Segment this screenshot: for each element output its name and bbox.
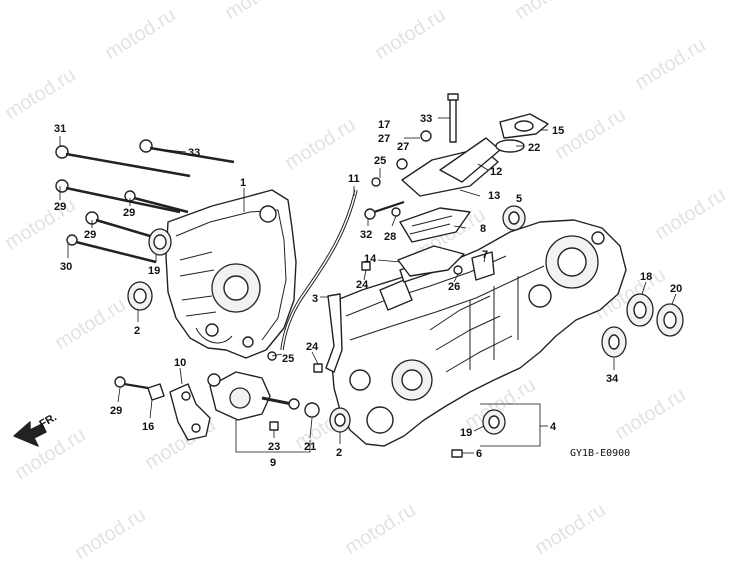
bearing-18 <box>626 293 654 327</box>
nut-16 <box>147 383 165 401</box>
callout-label: 13 <box>488 190 500 202</box>
callout-label: 23 <box>268 441 280 453</box>
bolt-6 <box>451 449 463 458</box>
callout-label: 10 <box>174 357 186 369</box>
watermark: motod.ru <box>71 504 150 561</box>
callout-numbers: 31 33 1 29 29 29 30 19 2 11 25 32 25 33 … <box>54 113 682 469</box>
callout-label: 5 <box>516 193 522 205</box>
callout-label: 2 <box>134 325 140 337</box>
callout-label: 15 <box>552 125 564 137</box>
callout-label: 24 <box>356 279 369 291</box>
callout-label: 11 <box>348 173 360 185</box>
callout-label: 9 <box>270 457 276 469</box>
small-hardware <box>313 130 463 458</box>
watermark: motod.ru <box>1 64 80 124</box>
callout-label: 16 <box>142 421 154 433</box>
bolt-23 <box>269 421 279 431</box>
callout-label: 21 <box>304 441 316 453</box>
callout-label: 22 <box>528 142 540 154</box>
bolt-27-top <box>420 130 432 142</box>
oil-pump-assembly <box>207 371 320 431</box>
callout-label: 30 <box>60 261 72 273</box>
leader-lines <box>59 117 677 454</box>
bolt-29-low-left <box>114 376 149 390</box>
bolt-29-mid <box>124 190 189 214</box>
clamp-3 <box>325 293 343 373</box>
callout-label: 25 <box>374 155 386 167</box>
bearing-34 <box>601 326 627 358</box>
watermark: motod.ru <box>651 184 730 244</box>
bearing-20 <box>656 303 684 337</box>
oil-seal-19-left <box>148 228 172 256</box>
oil-seal-19-right <box>482 409 506 435</box>
watermark: motod.ru <box>341 499 420 559</box>
bolt-28 <box>391 207 401 217</box>
right-crankcase <box>331 219 627 447</box>
long-bolts <box>55 139 235 264</box>
callout-label: 2 <box>336 447 342 459</box>
bearings-and-seals <box>127 205 684 435</box>
o-ring-21 <box>304 402 320 418</box>
bearing-5 <box>502 205 526 231</box>
watermark: motod.ru <box>631 34 710 94</box>
callout-label: 27 <box>397 141 409 153</box>
callout-label: 19 <box>148 265 160 277</box>
callout-label: 7 <box>482 249 488 261</box>
callout-label: 29 <box>110 405 122 417</box>
bolt-32 <box>364 200 405 220</box>
callout-label: 14 <box>364 253 377 265</box>
callout-label: 20 <box>670 283 682 295</box>
callout-label: 17 <box>378 119 390 131</box>
callout-label: 3 <box>312 293 318 305</box>
callout-label: 31 <box>54 123 66 135</box>
front-label: FR. <box>38 411 59 430</box>
bolt-29-top <box>55 179 181 214</box>
callout-label: 4 <box>550 421 557 433</box>
callout-label: 1 <box>240 177 246 189</box>
watermark: motod.ru <box>511 0 590 24</box>
watermark: motod.ru <box>281 114 360 174</box>
callout-label: 33 <box>420 113 432 125</box>
clip-26 <box>453 265 463 275</box>
bolt-29-low <box>85 211 151 238</box>
callout-label: 18 <box>640 271 652 283</box>
callout-label: 29 <box>123 207 135 219</box>
bracket-assembly <box>114 376 211 441</box>
bolt-30 <box>66 234 157 264</box>
callout-label: 24 <box>306 341 319 353</box>
bolt-31 <box>55 145 191 178</box>
callout-label: 25 <box>282 353 294 365</box>
bearing-2-right <box>329 407 351 433</box>
intake-assembly <box>397 93 549 281</box>
callout-label: 34 <box>606 373 619 385</box>
callout-label: 6 <box>476 448 482 460</box>
diagram-code: GY1B-E0900 <box>570 448 630 459</box>
watermark: motod.ru <box>611 384 690 444</box>
bearing-2-left <box>127 281 153 311</box>
left-crankcase <box>165 189 297 359</box>
watermark: motod.ru <box>101 4 180 64</box>
watermark: motod.ru <box>371 4 450 64</box>
dowel-24-low <box>313 363 323 373</box>
callout-label: 8 <box>480 223 486 235</box>
watermark: motod.ru <box>51 294 130 354</box>
callout-label: 32 <box>360 229 372 241</box>
callout-label: 29 <box>84 229 96 241</box>
callout-label: 33 <box>188 147 200 159</box>
watermark: motod.ru <box>221 0 300 24</box>
bolt-27-side <box>396 158 408 170</box>
watermark: motod.ru <box>531 499 610 559</box>
callout-label: 27 <box>378 133 390 145</box>
bolt-33-left <box>139 139 235 164</box>
callout-label: 28 <box>384 231 396 243</box>
callout-label: 29 <box>54 201 66 213</box>
callout-label: 26 <box>448 281 460 293</box>
callout-label: 19 <box>460 427 472 439</box>
callout-label: 12 <box>490 166 502 178</box>
